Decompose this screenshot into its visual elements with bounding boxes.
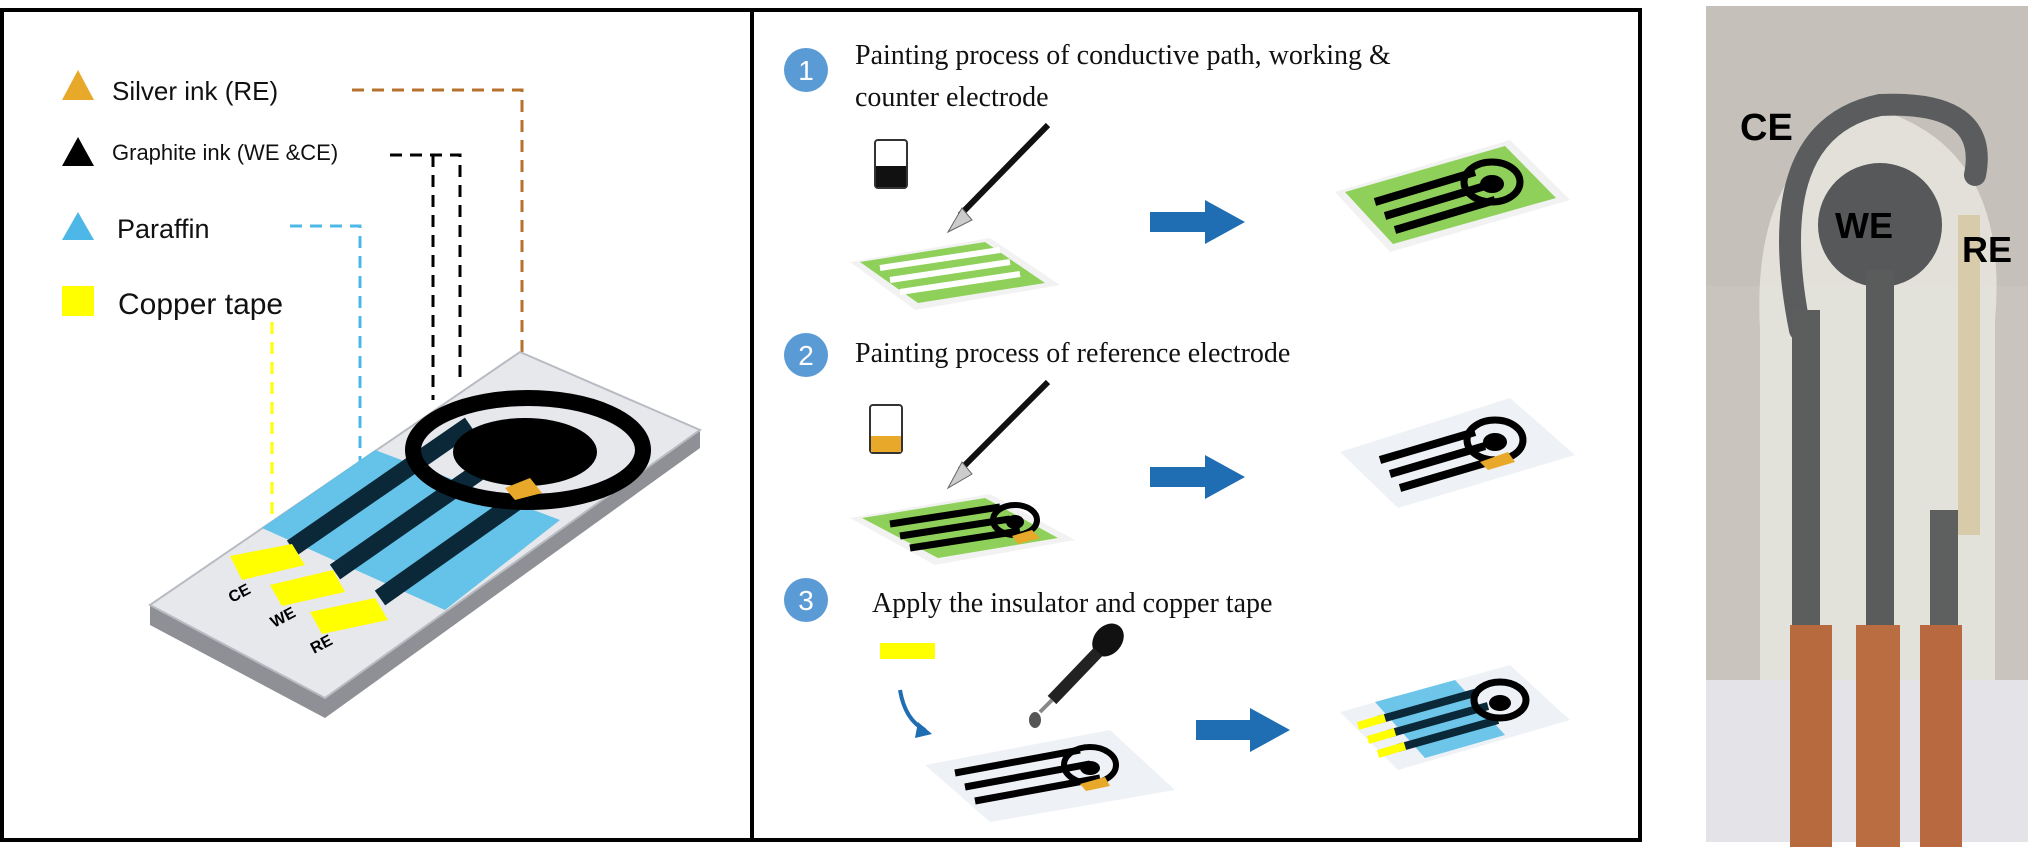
- step-3-title-line1: Apply the insulator and copper tape: [872, 588, 1272, 619]
- photo-label-we: WE: [1835, 205, 1893, 246]
- step-2-substrate-after: [1340, 398, 1575, 508]
- step-1-badge: [784, 48, 828, 92]
- step-1-title-line1: Painting process of conductive path, wor…: [855, 40, 1391, 71]
- counter-electrode-ring: [405, 390, 651, 510]
- step-3-substrate-after: [1340, 665, 1570, 770]
- paraffin-triangle-icon: [62, 212, 94, 240]
- paraffin-leader-line: [290, 224, 362, 470]
- brush-1-tip-icon: [946, 207, 973, 234]
- brush-1-handle-icon: [957, 122, 1051, 218]
- graphite-ink-leader-line: [390, 153, 462, 380]
- sensor-photo: CE WE RE: [1706, 6, 2028, 847]
- graphite-ink-triangle-icon: [62, 137, 94, 166]
- working-electrode-disk: [453, 418, 597, 486]
- legend-silver-ink-label: Silver ink (RE): [112, 76, 278, 106]
- we-track: [329, 449, 506, 580]
- photo-copper-ce: [1790, 625, 1832, 847]
- brush-2-handle-icon: [957, 379, 1051, 473]
- photo-copper-we: [1856, 625, 1900, 847]
- step-1-title-line2: counter electrode: [855, 82, 1049, 113]
- photo-we-track: [1866, 270, 1894, 640]
- curved-arrow-icon: [898, 689, 926, 732]
- photo-re-silver: [1958, 215, 1980, 535]
- step-2-number: 2: [798, 340, 814, 371]
- photo-copper-re: [1920, 625, 1962, 847]
- photo-label-re: RE: [1962, 229, 2012, 270]
- step-2-title-line1: Painting process of reference electrode: [855, 338, 1290, 369]
- brush-2-tip-icon: [946, 461, 973, 490]
- copper-pad-ce: [230, 544, 305, 580]
- step-1: 1 Painting process of conductive path, w…: [784, 40, 1570, 310]
- step-1-number: 1: [798, 55, 814, 86]
- copper-tape-strip-icon: [880, 643, 935, 659]
- step-3-badge: [784, 578, 828, 622]
- step-3: 3 Apply the insulator and copper tape: [784, 578, 1570, 822]
- copper-pad-we: [270, 570, 345, 606]
- photo-re-track: [1930, 510, 1958, 640]
- step-2-substrate-before: [850, 494, 1075, 565]
- silver-ink-fill: [871, 436, 901, 452]
- step-3-arrow-icon[interactable]: [1196, 708, 1290, 752]
- legend-paraffin-label: Paraffin: [117, 214, 210, 244]
- step-2-badge: [784, 333, 828, 377]
- dropper-icon: [1029, 623, 1124, 728]
- copper-tape-square-icon: [62, 286, 94, 316]
- legend: Silver ink (RE) Graphite ink (WE &CE) Pa…: [62, 70, 338, 321]
- photo-counter-electrode-arc: [1779, 93, 1988, 341]
- photo-label-ce: CE: [1740, 107, 1793, 149]
- step-1-arrow-icon[interactable]: [1150, 200, 1245, 244]
- copper-pad-re: [310, 598, 388, 634]
- step-2: 2 Painting process of reference electrod…: [784, 333, 1575, 565]
- step-3-substrate-before: [925, 730, 1175, 822]
- silver-ink-triangle-icon: [62, 70, 94, 100]
- step-1-substrate-after: [1335, 140, 1570, 252]
- legend-copper-tape-label: Copper tape: [118, 288, 283, 321]
- step-1-substrate-before: [850, 238, 1060, 310]
- ce-track: [286, 417, 476, 556]
- legend-graphite-ink-label: Graphite ink (WE &CE): [112, 140, 338, 165]
- photo-ce-track: [1792, 310, 1820, 640]
- step-2-arrow-icon[interactable]: [1150, 455, 1245, 499]
- photo-working-electrode: [1818, 163, 1942, 287]
- curved-arrow-head-icon: [915, 722, 932, 738]
- reference-electrode-silver: [505, 478, 542, 500]
- step-3-number: 3: [798, 585, 814, 616]
- re-track: [374, 484, 536, 606]
- middle-panel-border: [750, 8, 1642, 842]
- graphite-ink-fill: [876, 166, 906, 187]
- sensor-strip-3d: CE WE RE: [148, 350, 703, 718]
